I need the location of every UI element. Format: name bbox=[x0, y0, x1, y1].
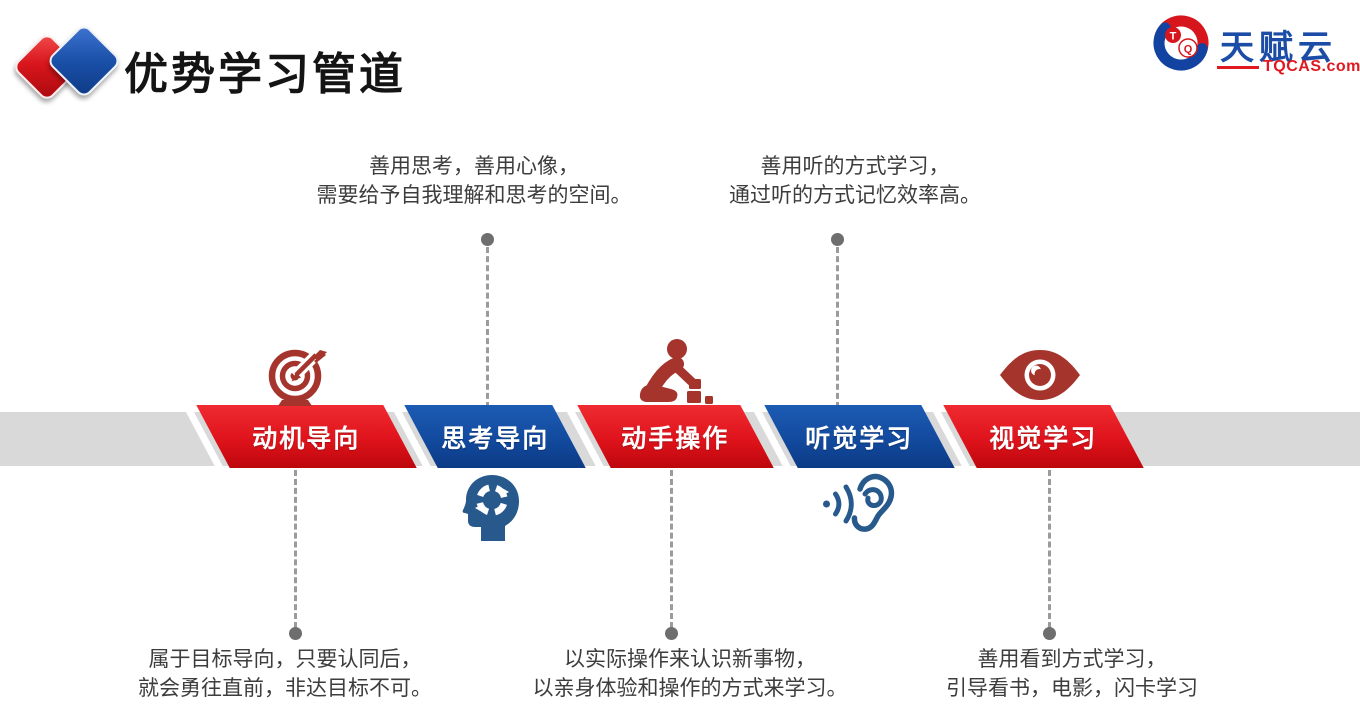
connector-dot bbox=[831, 233, 844, 246]
connector-line bbox=[1048, 470, 1051, 628]
ear-sound-icon bbox=[823, 473, 895, 532]
eye-icon bbox=[1000, 350, 1080, 400]
connector-line bbox=[670, 470, 673, 628]
connector-line bbox=[836, 247, 839, 408]
connector-line bbox=[294, 470, 297, 628]
emblem-letter-t: T bbox=[1170, 31, 1177, 43]
note-line: 需要给予自我理解和思考的空间。 bbox=[316, 184, 632, 207]
brand-logo: T Q 天赋云 TQCAS.com bbox=[1147, 8, 1360, 86]
note-listen: 善用听的方式学习， 通过听的方式记忆效率高。 bbox=[729, 152, 981, 210]
note-visual: 善用看到方式学习， 引导看书，电影，闪卡学习 bbox=[946, 645, 1198, 703]
note-line: 善用思考，善用心像， bbox=[369, 155, 579, 178]
person-building-icon bbox=[639, 339, 713, 404]
note-line: 通过听的方式记忆效率高。 bbox=[729, 184, 981, 207]
note-line: 就会勇往直前，非达目标不可。 bbox=[138, 677, 432, 700]
stage-label: 动手操作 bbox=[621, 424, 730, 453]
connector-dot bbox=[481, 233, 494, 246]
note-line: 引导看书，电影，闪卡学习 bbox=[946, 677, 1198, 700]
stage-segment-motive: 动机导向 bbox=[196, 405, 417, 468]
stage-segment-visual: 视觉学习 bbox=[943, 405, 1144, 468]
stage-label: 听觉学习 bbox=[805, 424, 914, 453]
target-dart-icon bbox=[268, 349, 327, 406]
page-title: 优势学习管道 bbox=[124, 50, 406, 99]
head-cycle-icon bbox=[462, 475, 519, 541]
note-motive: 属于目标导向，只要认同后， 就会勇往直前，非达目标不可。 bbox=[138, 645, 432, 703]
connector-line bbox=[486, 247, 489, 408]
note-line: 以实际操作来认识新事物， bbox=[564, 648, 816, 671]
tqcas-emblem-icon: T Q bbox=[1153, 15, 1209, 71]
stage-segment-listen: 听觉学习 bbox=[764, 405, 955, 468]
stage-segment-hands: 动手操作 bbox=[577, 405, 774, 468]
connector-dot bbox=[1043, 627, 1056, 640]
brand-rule bbox=[1217, 65, 1259, 69]
note-think: 善用思考，善用心像， 需要给予自我理解和思考的空间。 bbox=[317, 152, 632, 210]
stage-label: 动机导向 bbox=[252, 424, 361, 453]
note-line: 善用看到方式学习， bbox=[977, 648, 1167, 671]
stage-label: 视觉学习 bbox=[989, 424, 1098, 453]
connector-dot bbox=[289, 627, 302, 640]
note-line: 以亲身体验和操作的方式来学习。 bbox=[532, 677, 848, 700]
note-line: 善用听的方式学习， bbox=[760, 155, 950, 178]
note-hands: 以实际操作来认识新事物， 以亲身体验和操作的方式来学习。 bbox=[533, 645, 848, 703]
brand-domain: TQCAS.com bbox=[1217, 58, 1360, 76]
emblem-letter-q: Q bbox=[1184, 44, 1193, 56]
stage-label: 思考导向 bbox=[440, 424, 549, 453]
note-line: 属于目标导向，只要认同后， bbox=[148, 648, 422, 671]
connector-dot bbox=[665, 627, 678, 640]
brand-name: 天赋云 bbox=[1220, 29, 1337, 67]
brand-domain-text: TQCAS.com bbox=[1263, 58, 1360, 75]
